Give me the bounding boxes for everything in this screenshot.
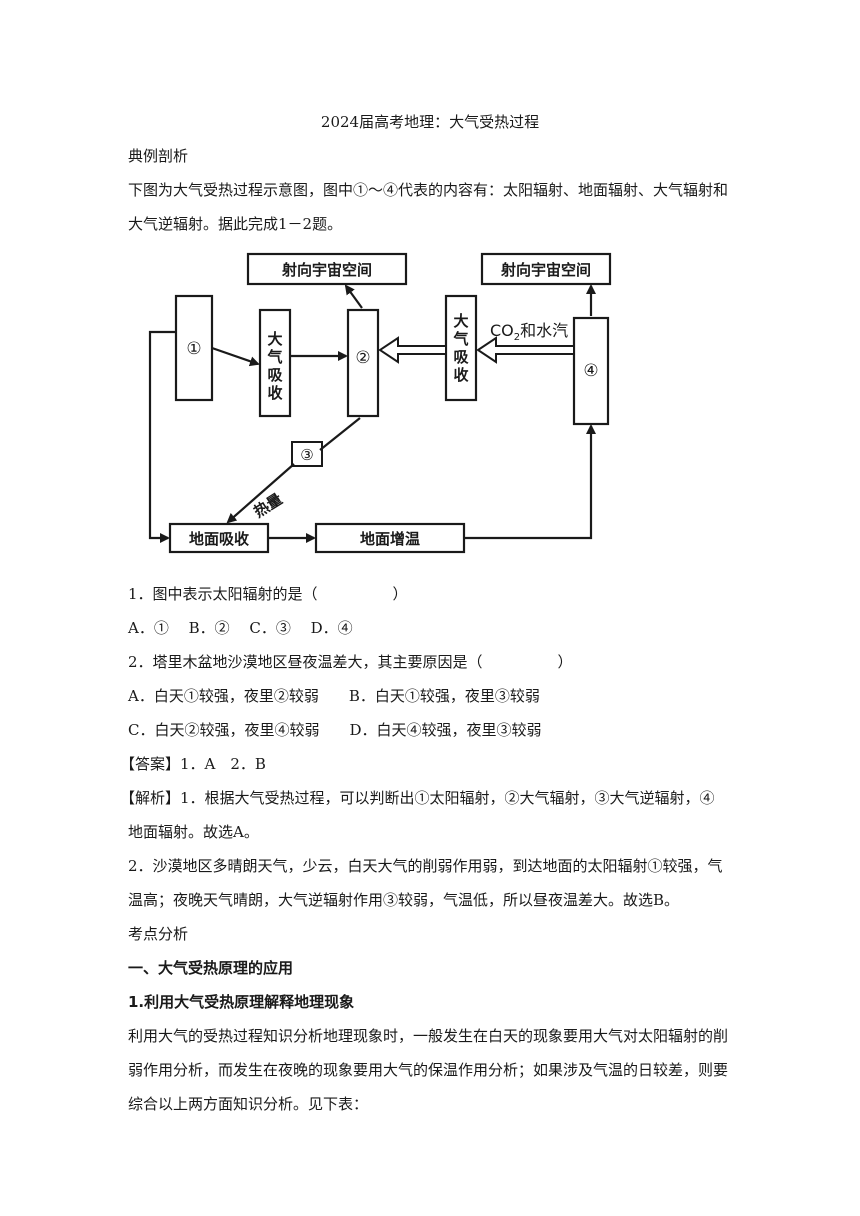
analysis-line-3: 2．沙漠地区多晴朗天气，少云，白天大气的削弱作用弱，到达地面的太阳辐射①较强，气	[128, 857, 723, 875]
space-box-left	[246, 252, 408, 286]
question-2: 2．塔里木盆地沙漠地区昼夜温差大，其主要原因是（ ）	[128, 653, 573, 671]
heading-level-2: 1.利用大气受热原理解释地理现象	[128, 993, 355, 1011]
intro-line-1: 下图为大气受热过程示意图，图中①～④代表的内容有：太阳辐射、地面辐射、大气辐射和	[128, 181, 729, 199]
heading-level-1: 一、大气受热原理的应用	[128, 959, 294, 977]
co2-prefix: CO	[490, 321, 514, 340]
analysis-line-1: 【解析】1．根据大气受热过程，可以判断出①太阳辐射，②大气辐射，③大气逆辐射，④	[120, 789, 715, 807]
co2-label: CO2和水汽	[490, 321, 568, 343]
body-line-3: 综合以上两方面知识分析。见下表：	[128, 1095, 369, 1113]
analysis-line-4: 温高；夜晚天气晴朗，大气逆辐射作用③较弱，气温低，所以昼夜温差大。故选B。	[128, 891, 680, 909]
arrow-node1-to-absorb	[211, 346, 260, 367]
space-box-right	[480, 252, 612, 286]
hollow-arrow-to-node2	[378, 336, 447, 364]
section-example-heading: 典例剖析	[128, 147, 189, 165]
absorb-left-char-2: 气	[266, 348, 282, 366]
space-box-left-label: 射向宇宙空间	[281, 261, 372, 279]
absorb-right-char-4: 收	[453, 366, 468, 384]
body-line-2: 弱作用分析，而发生在夜晚的现象要用大气的保温作用分析；如果涉及气温的日较差，则要	[128, 1061, 729, 1079]
node-2-box	[346, 308, 380, 418]
arrow-node1-to-ground	[148, 330, 176, 543]
ground-warm-label: 地面增温	[360, 530, 420, 548]
node-1-label: ①	[186, 339, 201, 359]
hollow-arrow-to-absorb	[476, 336, 575, 364]
node-2-label: ②	[355, 348, 370, 368]
absorb-left-char-4: 收	[267, 384, 282, 402]
arrow-node2-to-space	[344, 284, 363, 309]
document-title: 2024届高考地理：大气受热过程	[320, 113, 540, 131]
line-node2-to-node3	[319, 417, 361, 451]
node-1-box	[174, 294, 214, 402]
absorb-right-char-3: 吸	[453, 348, 469, 366]
node-3-label: ③	[300, 446, 313, 464]
absorb-right-char-2: 气	[452, 330, 468, 348]
space-box-right-label: 射向宇宙空间	[500, 261, 591, 279]
body-line-1: 利用大气的受热过程知识分析地理现象时，一般发生在白天的现象要用大气对太阳辐射的削	[128, 1027, 729, 1045]
absorb-left-char-1: 大	[267, 330, 282, 348]
ground-absorb-label: 地面吸收	[189, 530, 249, 548]
arrow-node3-to-ground	[226, 463, 295, 524]
co2-suffix: 和水汽	[520, 321, 568, 340]
node-3-box	[291, 441, 323, 467]
arrow-warm-to-node4	[464, 424, 596, 540]
question-1: 1．图中表示太阳辐射的是（ ）	[128, 585, 408, 603]
absorb-left-char-3: 吸	[267, 366, 283, 384]
co2-subscript: 2	[514, 332, 520, 343]
answer-line: 【答案】1．A 2．B	[120, 755, 266, 773]
question-2-options-cd: C．白天②较强，夜里④较弱 D．白天④较强，夜里③较弱	[128, 721, 542, 739]
absorb-box-left	[258, 308, 292, 418]
analysis-line-2: 地面辐射。故选A。	[128, 823, 259, 841]
ground-absorb-box	[168, 522, 270, 554]
heat-label: 热量	[251, 490, 286, 521]
absorb-right-char-1: 大	[453, 312, 468, 330]
intro-line-2: 大气逆辐射。据此完成1－2题。	[128, 215, 343, 233]
atmosphere-heating-diagram: 射向宇宙空间 射向宇宙空间 ① 大 气 吸 收 ② 大 气 吸 收 ④	[146, 246, 622, 558]
question-1-options: A．① B．② C．③ D．④	[128, 619, 353, 637]
section-points-heading: 考点分析	[128, 925, 189, 943]
node-4-label: ④	[583, 361, 598, 381]
question-2-options-ab: A．白天①较强，夜里②较弱 B．白天①较强，夜里③较弱	[128, 687, 540, 705]
